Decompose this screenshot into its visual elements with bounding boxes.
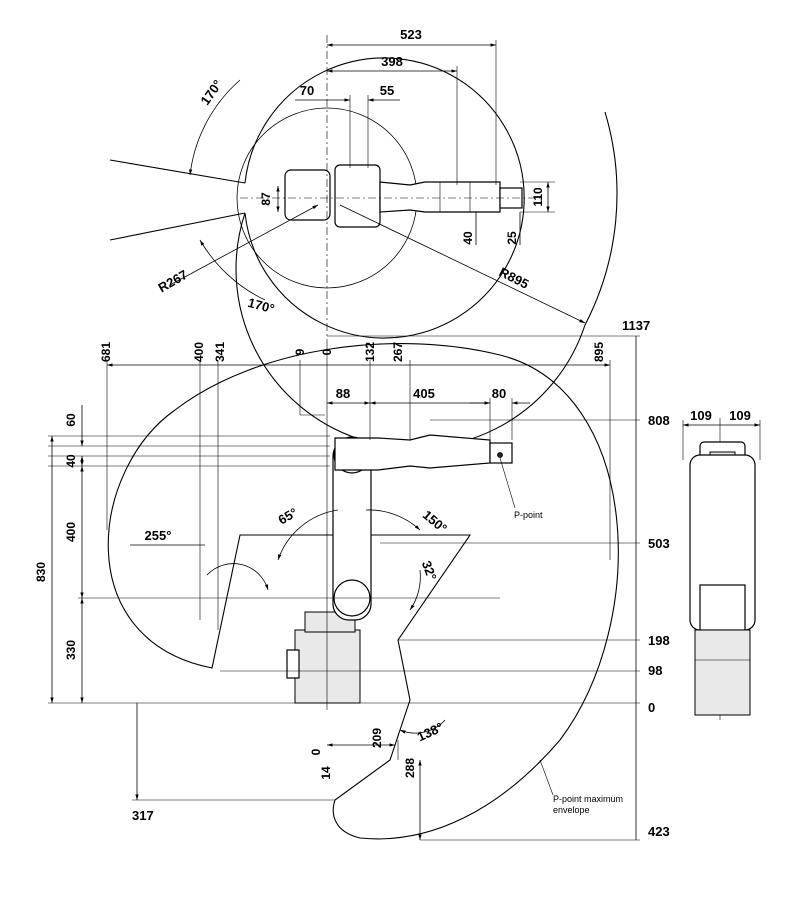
angle-255: 255°: [145, 528, 172, 543]
angle-32: 32°: [419, 559, 440, 583]
dim-209: 209: [370, 728, 384, 748]
dim-681: 681: [99, 342, 113, 362]
dim-55: 55: [380, 83, 394, 98]
front-view: 109 109: [682, 408, 761, 720]
dim-400-left: 400: [64, 522, 78, 542]
front-view-base: [694, 629, 751, 716]
dim-r895: R895: [497, 264, 532, 291]
dim-88: 88: [336, 386, 350, 401]
dim-423: 423: [648, 824, 670, 839]
dim-25: 25: [505, 231, 519, 245]
dim-14: 14: [319, 766, 333, 780]
top-view: 523 398 70 55 87 110 40 25 R267 R895 170…: [109, 27, 618, 449]
dim-60: 60: [64, 413, 78, 427]
angle-150: 150°: [420, 507, 450, 536]
dim-0-right: 0: [648, 700, 655, 715]
dim-9: 9: [293, 348, 307, 355]
dim-80: 80: [492, 386, 506, 401]
dim-523: 523: [400, 27, 422, 42]
dim-317: 317: [132, 808, 154, 823]
dim-267: 267: [391, 342, 405, 362]
robot-base: [294, 629, 361, 704]
angle-138: 138°: [415, 719, 446, 744]
angle-65: 65°: [275, 505, 300, 528]
dim-r267: R267: [156, 267, 190, 296]
dim-330: 330: [64, 640, 78, 660]
dim-503: 503: [648, 536, 670, 551]
top-view-max-reach-arc: [584, 111, 618, 326]
envelope-label-line1: P-point maximum: [553, 794, 623, 804]
dim-288: 288: [403, 758, 417, 778]
dim-0-top: 0: [320, 348, 334, 355]
dim-70: 70: [300, 83, 314, 98]
envelope-label-line2: envelope: [553, 805, 590, 815]
dim-198: 198: [648, 633, 670, 648]
dim-398: 398: [381, 54, 403, 69]
p-point-label: P-point: [514, 510, 543, 520]
dim-40-top: 40: [461, 231, 475, 245]
p-point-envelope: [107, 343, 619, 840]
dim-110: 110: [531, 187, 545, 207]
angle-170-upper: 170°: [197, 77, 225, 108]
dim-405: 405: [413, 386, 435, 401]
upper-arm: [334, 434, 491, 471]
dim-895: 895: [592, 342, 606, 362]
dim-0-bottom: 0: [309, 748, 323, 755]
angle-170-lower: 170°: [246, 295, 276, 316]
dim-1137: 1137: [622, 318, 650, 333]
dim-87: 87: [259, 192, 273, 206]
dim-341: 341: [213, 342, 227, 362]
dim-109-left: 109: [690, 408, 712, 423]
dim-40-left: 40: [64, 454, 78, 468]
dim-400-top: 400: [192, 342, 206, 362]
dim-830: 830: [34, 562, 48, 582]
dim-132: 132: [363, 342, 377, 362]
side-view: P-point 88 405 80 681 400 341 9 0 132 26…: [34, 318, 670, 841]
top-view-base: [284, 169, 331, 221]
dim-808: 808: [648, 413, 670, 428]
dim-109-right: 109: [729, 408, 751, 423]
dim-98: 98: [648, 663, 662, 678]
